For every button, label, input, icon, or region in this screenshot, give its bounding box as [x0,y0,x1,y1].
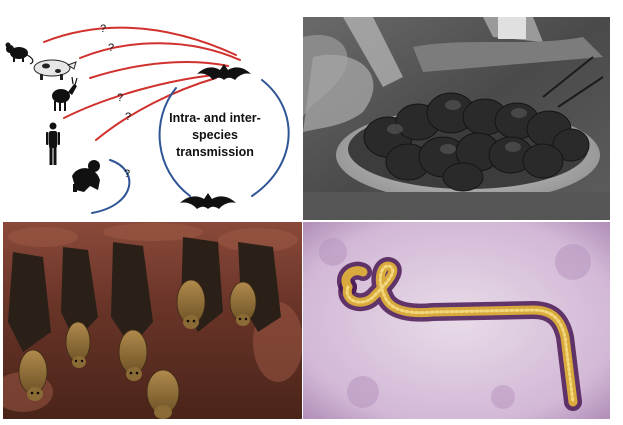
chimpanzee-icon [72,160,100,192]
transmission-diagram-panel: ? ? ? ? ? [0,0,302,220]
transmission-label-line-2: species [192,128,238,142]
bat-right-arc [251,79,290,197]
question-mark-2: ? [108,42,114,54]
pig-icon [33,59,77,80]
animal-to-bat-links [43,26,241,141]
mouse-icon [5,42,34,65]
bat-icon-bottom [180,193,236,209]
antelope-bat-link [89,61,229,79]
pig-bat-link [79,42,241,61]
human-icon [46,122,60,165]
bat-to-bat-links [91,79,290,214]
human-bat-link [63,74,215,119]
hanging-bats-drawing [3,222,302,419]
transmission-label-line-3: transmission [176,145,254,159]
mouse-bat-link [43,26,237,56]
bushmeat-photo-drawing [303,17,610,220]
antelope-icon [52,76,78,111]
ebola-virion-micrograph [303,222,610,419]
bat-icon [197,64,251,80]
question-mark-3: ? [117,92,123,104]
chimp-bat-link [95,77,217,141]
transmission-diagram: ? ? ? ? ? [5,23,290,214]
bushmeat-bat-platter-photo [303,17,610,220]
virion-drawing [303,222,610,419]
hanging-fruit-bats-photo [3,222,302,419]
bat-left-arc [158,87,191,197]
question-marks: ? ? ? ? ? [100,23,131,180]
question-mark-5: ? [124,168,130,180]
transmission-label-line-1: Intra- and inter- [169,111,261,125]
transmission-label: Intra- and inter- species transmission [160,110,270,161]
question-mark-4: ? [125,111,131,123]
chimp-arc [91,159,131,214]
question-mark-1: ? [100,23,106,35]
